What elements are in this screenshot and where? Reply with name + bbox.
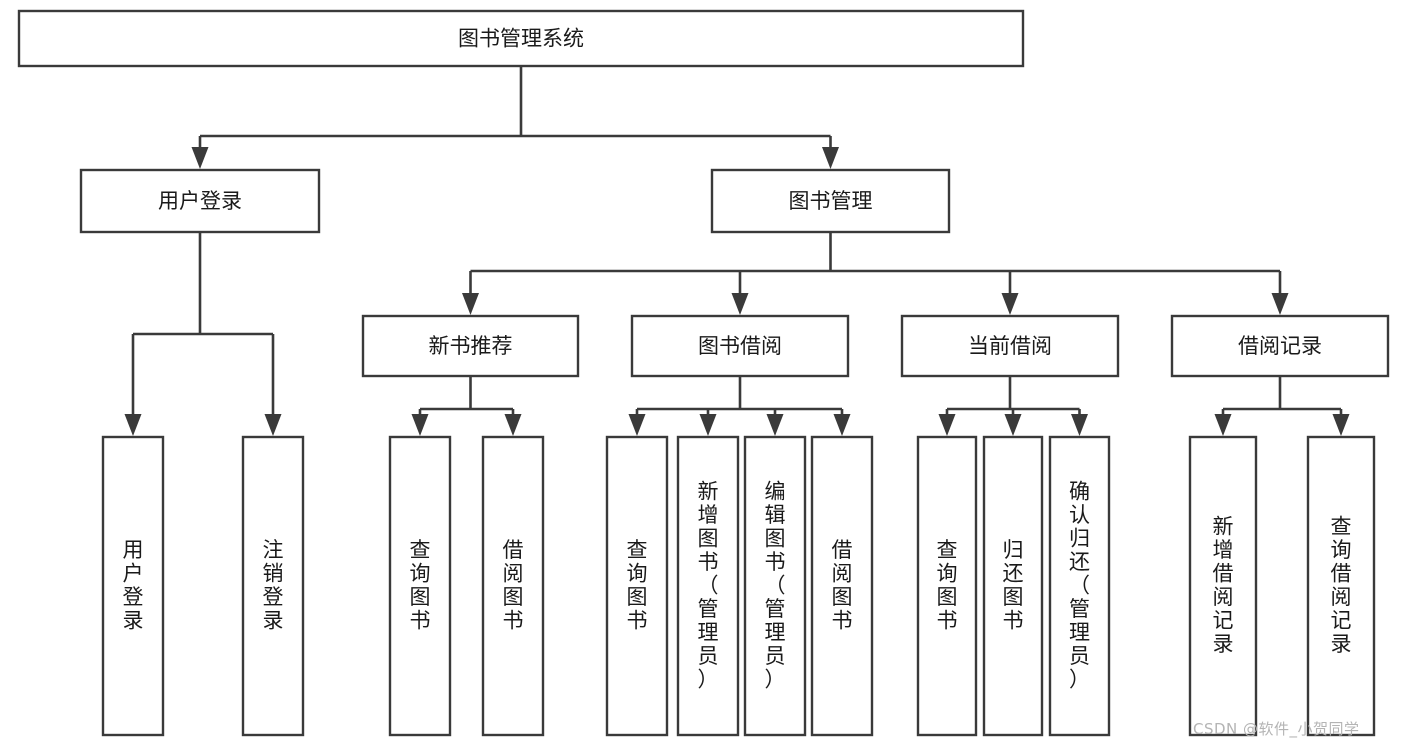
connector-user_login bbox=[124, 232, 282, 436]
node-label: 借阅记录 bbox=[1238, 334, 1322, 358]
node-label: 用户登录 bbox=[123, 538, 144, 633]
node-label: 归还图书 bbox=[1003, 538, 1024, 633]
node-label: 当前借阅 bbox=[968, 334, 1052, 358]
node-leaf_cb_query[interactable]: 查询图书 bbox=[916, 435, 978, 737]
node-current_borrow[interactable]: 当前借阅 bbox=[900, 314, 1120, 378]
node-leaf_rec_query[interactable]: 查询图书 bbox=[388, 435, 452, 737]
node-label: 查询图书 bbox=[410, 538, 431, 633]
node-label: 查询借阅记录 bbox=[1331, 515, 1352, 657]
node-label: 新增图书（管理员） bbox=[698, 479, 719, 691]
node-leaf_user_logout[interactable]: 注销登录 bbox=[241, 435, 305, 737]
node-label: 查询图书 bbox=[627, 538, 648, 633]
connector-current_borrow bbox=[938, 376, 1088, 436]
connector-root bbox=[191, 66, 839, 169]
node-label: 借阅图书 bbox=[503, 538, 524, 633]
node-leaf_rec_borrow[interactable]: 借阅图书 bbox=[481, 435, 545, 737]
node-borrow_record[interactable]: 借阅记录 bbox=[1170, 314, 1390, 378]
node-user_login[interactable]: 用户登录 bbox=[79, 168, 321, 234]
node-leaf_user_login[interactable]: 用户登录 bbox=[101, 435, 165, 737]
node-label: 借阅图书 bbox=[832, 538, 853, 633]
node-leaf_bb_query[interactable]: 查询图书 bbox=[605, 435, 669, 737]
node-label: 编辑图书（管理员） bbox=[765, 479, 786, 691]
csdn-watermark: CSDN @软件_小贺同学 bbox=[1193, 720, 1360, 738]
connector-book_borrow bbox=[628, 376, 851, 436]
node-label: 用户登录 bbox=[158, 189, 242, 213]
node-label: 新书推荐 bbox=[429, 334, 513, 358]
connector-new_book_rec bbox=[411, 376, 522, 436]
connector-book_mgmt bbox=[462, 232, 1289, 315]
node-label: 图书借阅 bbox=[698, 334, 782, 358]
node-leaf_cb_return[interactable]: 归还图书 bbox=[982, 435, 1044, 737]
node-leaf_bb_edit[interactable]: 编辑图书（管理员） bbox=[743, 435, 807, 737]
node-label: 注销登录 bbox=[263, 538, 284, 633]
node-book_mgmt[interactable]: 图书管理 bbox=[710, 168, 951, 234]
node-root[interactable]: 图书管理系统 bbox=[17, 9, 1025, 68]
node-leaf_cb_confirm[interactable]: 确认归还（管理员） bbox=[1048, 435, 1111, 737]
nodes-layer: 图书管理系统用户登录图书管理新书推荐图书借阅当前借阅借阅记录用户登录注销登录查询… bbox=[17, 9, 1390, 737]
node-new_book_rec[interactable]: 新书推荐 bbox=[361, 314, 580, 378]
node-label: 查询图书 bbox=[937, 538, 958, 633]
edges-layer bbox=[124, 66, 1350, 436]
node-leaf_bb_add[interactable]: 新增图书（管理员） bbox=[676, 435, 740, 737]
node-book_borrow[interactable]: 图书借阅 bbox=[630, 314, 850, 378]
node-leaf_br_add[interactable]: 新增借阅记录 bbox=[1188, 435, 1258, 737]
node-label: 确认归还（管理员） bbox=[1069, 479, 1090, 691]
connector-borrow_record bbox=[1214, 376, 1350, 436]
node-leaf_br_query[interactable]: 查询借阅记录 bbox=[1306, 435, 1376, 737]
node-label: 新增借阅记录 bbox=[1213, 515, 1234, 657]
node-leaf_bb_borrow[interactable]: 借阅图书 bbox=[810, 435, 874, 737]
node-label: 图书管理 bbox=[789, 189, 873, 213]
node-label: 图书管理系统 bbox=[458, 27, 584, 51]
